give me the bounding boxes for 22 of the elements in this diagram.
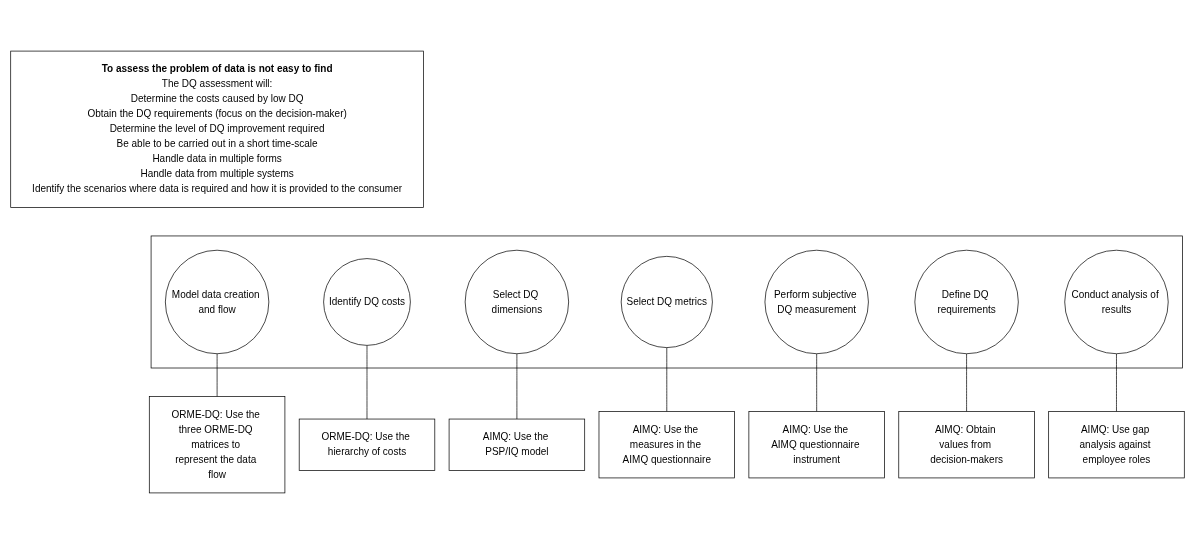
cluster	[150, 235, 1183, 369]
node-box: ORME-DQ: Use the hierarchy of costs	[298, 418, 436, 471]
node-circle: Select DQ metrics	[620, 256, 713, 348]
node-circle: Select DQ dimensions	[464, 249, 569, 355]
connector	[516, 353, 518, 420]
connector	[666, 347, 668, 412]
node-box: AIMQ: Use the AIMQ questionnaire instrument	[748, 411, 885, 479]
node-box: ORME-DQ: Use the three ORME-DQ matrices to represent the data flow	[148, 396, 286, 494]
node-box: AIMQ: Use the measures in the AIMQ questionnaire	[598, 411, 735, 479]
node-box: AIMQ: Use gap analysis against employee roles	[1048, 411, 1185, 479]
connector	[216, 353, 218, 397]
node-box: AIMQ: Obtain values from decision-makers	[898, 411, 1035, 479]
node-circle: Define DQ requirements	[914, 249, 1019, 355]
connector	[816, 353, 818, 412]
connector	[966, 353, 967, 412]
node-circle: Identify DQ costs	[323, 258, 411, 346]
connector	[1116, 353, 1117, 412]
node-box: AIMQ: Use the PSP/IQ model	[448, 418, 586, 471]
node-box: To assess the problem of data is not easy to find The DQ assessment will: Determine the costs caused by low DQ Obtain the DQ requirements (focus on the decision-maker) Determine the level of DQ improvement required Be able to be carried out in a short time-scale Handle data in multiple forms Handle data from multiple systems Identify the scenarios where data is required and how it is provided to the consumer	[10, 50, 424, 208]
node-circle: Perform subjective DQ measurement	[764, 249, 869, 355]
node-circle: Model data creation and flow	[165, 249, 270, 355]
node-circle: Conduct analysis of results	[1064, 249, 1169, 355]
